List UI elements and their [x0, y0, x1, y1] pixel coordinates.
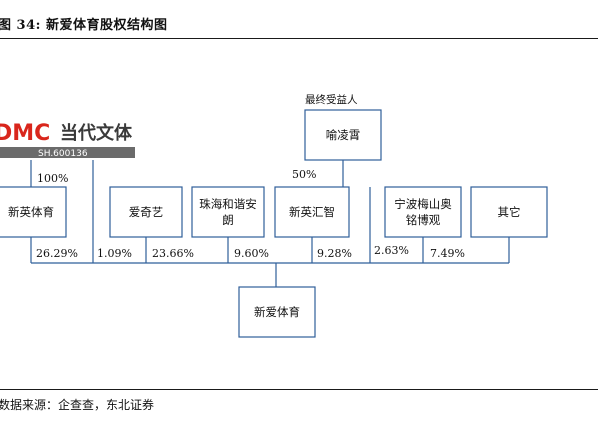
pct-zhuhai: 9.60%: [234, 247, 269, 260]
figure-header: 图 34: 新爱体育股权结构图: [0, 0, 598, 38]
box-zhuhai-hexie: 珠海和谐安 朗: [191, 186, 265, 238]
pct-others: 7.49%: [430, 247, 465, 260]
pct-ningbo: 2.63%: [374, 244, 409, 257]
shareholder-name: 其它: [498, 205, 521, 219]
pct-iqiyi: 23.66%: [152, 247, 194, 260]
logo-stock-code: SH.600136: [38, 149, 88, 159]
pct-huizhi: 9.28%: [317, 247, 352, 260]
box-iqiyi: 爱奇艺: [109, 186, 183, 238]
box-xinying-sports: 新英体育: [0, 186, 67, 238]
target-name: 新爱体育: [254, 305, 300, 319]
box-others: 其它: [470, 186, 548, 238]
shareholder-name-line2: 铭博观: [406, 213, 441, 227]
pct-parent: 100%: [37, 172, 68, 185]
shareholder-name-line2: 朗: [222, 213, 234, 227]
box-target-xinai-sports: 新爱体育: [238, 286, 316, 338]
figure-source: 数据来源：企查查，东北证券: [0, 398, 155, 412]
shareholder-name-line1: 珠海和谐安: [199, 197, 257, 211]
pct-dangdai: 1.09%: [97, 247, 132, 260]
ultimate-owner-caption: 最终受益人: [305, 93, 358, 106]
figure-title: 图 34: 新爱体育股权结构图: [0, 18, 168, 33]
shareholder-name: 新英体育: [8, 205, 54, 219]
logo-mark: DMC: [0, 121, 50, 146]
logo-name: 当代文体: [60, 122, 133, 144]
bottom-rule: [0, 389, 598, 390]
pct-owner-to-xinying: 50%: [292, 168, 316, 181]
top-rule: [0, 38, 598, 39]
shareholder-name: 爱奇艺: [129, 205, 164, 219]
pct-xinying: 26.29%: [36, 247, 78, 260]
box-xinying-huizhi: 新英汇智: [274, 186, 350, 238]
shareholder-name-line1: 宁波梅山奥: [394, 197, 452, 211]
logo-code-bar: [0, 147, 135, 158]
box-ultimate-owner: 喻凌霄: [304, 109, 382, 161]
dmc-logo: DMC 当代文体 SH.600136: [0, 121, 135, 159]
box-ningbo-meishan: 宁波梅山奥 铭博观: [384, 186, 462, 238]
ultimate-owner-name: 喻凌霄: [326, 128, 361, 142]
shareholder-name: 新英汇智: [289, 205, 335, 219]
